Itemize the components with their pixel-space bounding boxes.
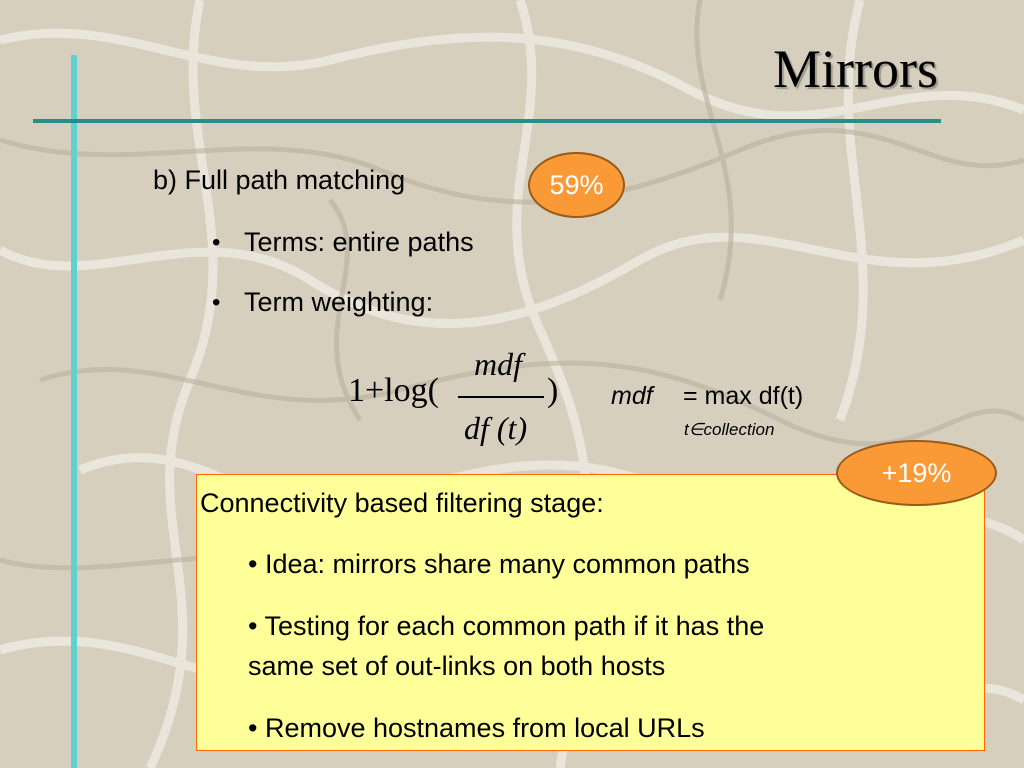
formula-lhs: 1+log( [348, 372, 439, 409]
percent-badge-59: 59% [528, 152, 625, 218]
vertical-accent-line [71, 55, 77, 768]
box-item-testing-cont: same set of out-links on both hosts [248, 651, 666, 681]
section-heading: b) Full path matching [153, 165, 406, 195]
bullet-term-weighting: Term weighting: [244, 287, 434, 317]
slide-title: Mirrors [773, 39, 938, 99]
percent-badge-19: +19% [836, 440, 997, 506]
percent-badge-59-label: 59% [549, 169, 604, 200]
formula-rhs: ) [547, 372, 559, 409]
horizontal-accent-line [33, 119, 941, 123]
box-item-testing: • Testing for each common path if it has… [248, 611, 765, 641]
box-item-remove: • Remove hostnames from local URLs [248, 713, 705, 743]
percent-badge-19-label: +19% [881, 457, 952, 488]
box-item-idea: • Idea: mirrors share many common paths [248, 549, 750, 579]
mdf-subscript: t∈collection [684, 420, 775, 439]
box-heading: Connectivity based filtering stage: [200, 488, 604, 518]
formula-numerator: mdf [474, 346, 522, 382]
bullet-marker: • [212, 229, 221, 256]
mdf-label: mdf [611, 382, 653, 410]
bullet-terms: Terms: entire paths [244, 227, 474, 257]
bullet-marker: • [212, 289, 221, 316]
mdf-definition: = max df(t) [683, 382, 804, 410]
connectivity-filter-box [196, 474, 985, 751]
formula-fraction-bar [458, 396, 544, 398]
formula-denominator: df (t) [464, 410, 528, 446]
